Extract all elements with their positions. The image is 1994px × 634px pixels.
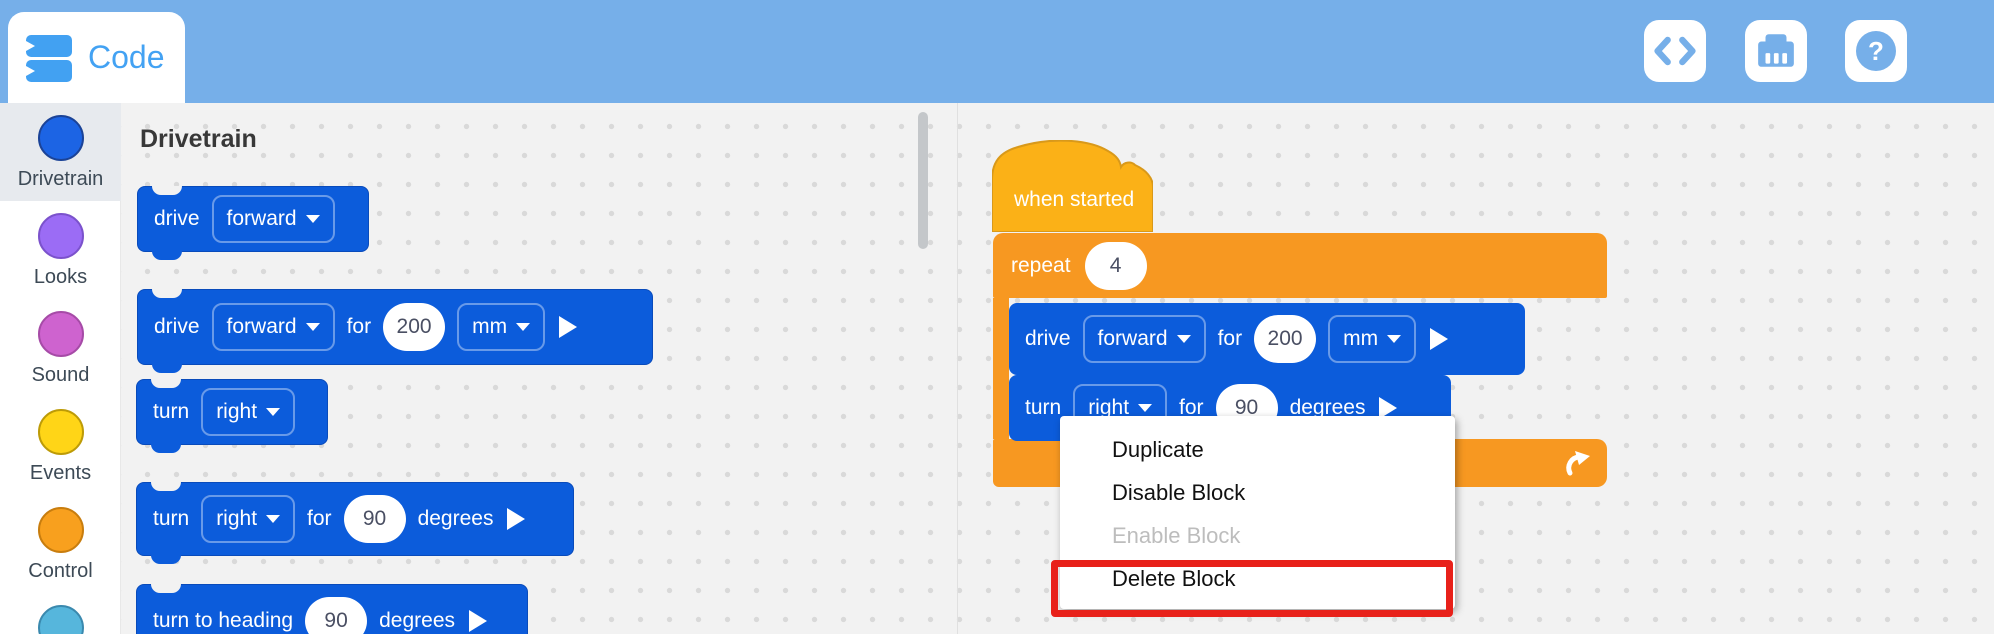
caret-down-icon: [1138, 404, 1153, 412]
sidebar-item-events[interactable]: Events: [0, 397, 121, 495]
caret-down-icon: [1387, 335, 1402, 343]
dropdown-value: mm: [472, 315, 508, 338]
dropdown-value: mm: [1343, 327, 1379, 350]
angle-brackets-icon: [1654, 36, 1696, 66]
caret-down-icon: [266, 408, 281, 416]
play-icon[interactable]: [1430, 328, 1449, 350]
block-label: drive: [154, 207, 200, 230]
caret-down-icon: [305, 215, 320, 223]
palette-block-turn[interactable]: turn right: [136, 378, 328, 453]
dropdown-value: forward: [226, 207, 297, 230]
tab-code[interactable]: Code: [8, 12, 185, 103]
value-input[interactable]: 200: [1254, 315, 1317, 363]
palette-block-turn-to-heading[interactable]: turn to heading 90 degrees: [136, 583, 528, 634]
when-started-hat-block[interactable]: when started: [991, 139, 1154, 233]
device-brain-button[interactable]: [1745, 20, 1807, 82]
dropdown-field[interactable]: forward: [211, 195, 335, 243]
menu-item-duplicate[interactable]: Duplicate: [1112, 437, 1204, 462]
dropdown-value: right: [216, 507, 258, 530]
block-label: turn to heading: [153, 609, 294, 632]
control-category-icon: [37, 507, 84, 553]
dropdown-value: right: [1088, 396, 1130, 419]
caret-down-icon: [266, 515, 281, 523]
block-label: degrees: [1289, 396, 1366, 419]
drivetrain-category-icon: [37, 115, 84, 161]
loop-arrow-icon: [1566, 451, 1590, 476]
caret-down-icon: [516, 323, 531, 331]
play-icon[interactable]: [469, 610, 487, 632]
palette-block-drive-for[interactable]: drive forward for 200 mm: [137, 288, 653, 373]
workspace-block-drive-for[interactable]: drive forward for 200 mm: [1009, 303, 1525, 375]
repeat-block[interactable]: repeat 4: [993, 233, 1607, 298]
value-input[interactable]: 90: [343, 495, 406, 543]
dropdown-field[interactable]: right: [201, 388, 296, 436]
dropdown-field[interactable]: forward: [211, 303, 335, 351]
sidebar-item-sound[interactable]: Sound: [0, 299, 121, 397]
menu-item-enable-block: Enable Block: [1112, 523, 1241, 548]
dropdown-value: right: [216, 400, 258, 423]
question-icon: ?: [1856, 31, 1896, 71]
repeat-label: repeat: [1011, 253, 1071, 277]
block-label: degrees: [379, 609, 455, 632]
palette-divider: [957, 103, 958, 634]
play-icon[interactable]: [1379, 397, 1398, 419]
stacked-blocks-icon: [26, 34, 72, 82]
block-label: for: [307, 507, 332, 530]
hat-label: when started: [1014, 188, 1135, 211]
app-header: Code ?: [0, 0, 1994, 103]
value-input[interactable]: 90: [305, 597, 368, 634]
category-sidebar: Drivetrain Looks Sound Events Control: [0, 103, 121, 634]
block-label: turn: [153, 507, 190, 530]
block-label: drive: [154, 315, 200, 338]
block-label: for: [1179, 396, 1204, 419]
palette-heading: Drivetrain: [140, 125, 257, 153]
sidebar-item-sensing[interactable]: [0, 593, 121, 634]
block-label: for: [1217, 327, 1243, 350]
menu-item-disable-block[interactable]: Disable Block: [1112, 480, 1246, 505]
workspace-canvas[interactable]: Drivetrain drive forward drive forward for 2…: [121, 103, 1994, 634]
repeat-block-left-arm[interactable]: [993, 298, 1009, 439]
looks-category-icon: [37, 213, 84, 259]
block-label: turn: [1025, 396, 1062, 419]
dropdown-field[interactable]: right: [201, 495, 296, 543]
palette-scrollbar[interactable]: [918, 112, 928, 249]
sidebar-item-control[interactable]: Control: [0, 495, 121, 593]
tab-code-label: Code: [88, 39, 165, 75]
play-icon[interactable]: [507, 508, 526, 530]
brain-icon: [1758, 34, 1794, 67]
block-label: turn: [153, 400, 190, 423]
help-button[interactable]: ?: [1845, 20, 1907, 82]
menu-item-delete-block[interactable]: Delete Block: [1112, 566, 1236, 591]
sidebar-item-looks[interactable]: Looks: [0, 201, 121, 299]
play-icon[interactable]: [559, 316, 578, 338]
sensing-category-icon: [37, 605, 84, 634]
palette-block-turn-for[interactable]: turn right for 90 degrees: [136, 481, 574, 564]
value-input[interactable]: 200: [383, 303, 446, 351]
dropdown-field[interactable]: mm: [1328, 315, 1417, 363]
block-label: drive: [1025, 327, 1071, 350]
caret-down-icon: [305, 323, 320, 331]
dropdown-field[interactable]: forward: [1082, 315, 1206, 363]
code-view-button[interactable]: [1644, 20, 1706, 82]
dropdown-field[interactable]: mm: [457, 303, 546, 351]
block-label: for: [346, 315, 372, 338]
repeat-count-input[interactable]: 4: [1084, 241, 1147, 290]
events-category-icon: [37, 409, 84, 455]
caret-down-icon: [1176, 335, 1191, 343]
dropdown-value: forward: [1097, 327, 1168, 350]
sidebar-item-drivetrain[interactable]: Drivetrain: [0, 103, 121, 201]
context-menu: Duplicate Disable Block Enable Block Del…: [1051, 416, 1455, 617]
hat-shape-icon: [991, 139, 1154, 233]
block-label: degrees: [417, 507, 494, 530]
palette-block-drive[interactable]: drive forward: [137, 185, 369, 260]
sound-category-icon: [37, 311, 84, 357]
dropdown-value: forward: [226, 315, 297, 338]
